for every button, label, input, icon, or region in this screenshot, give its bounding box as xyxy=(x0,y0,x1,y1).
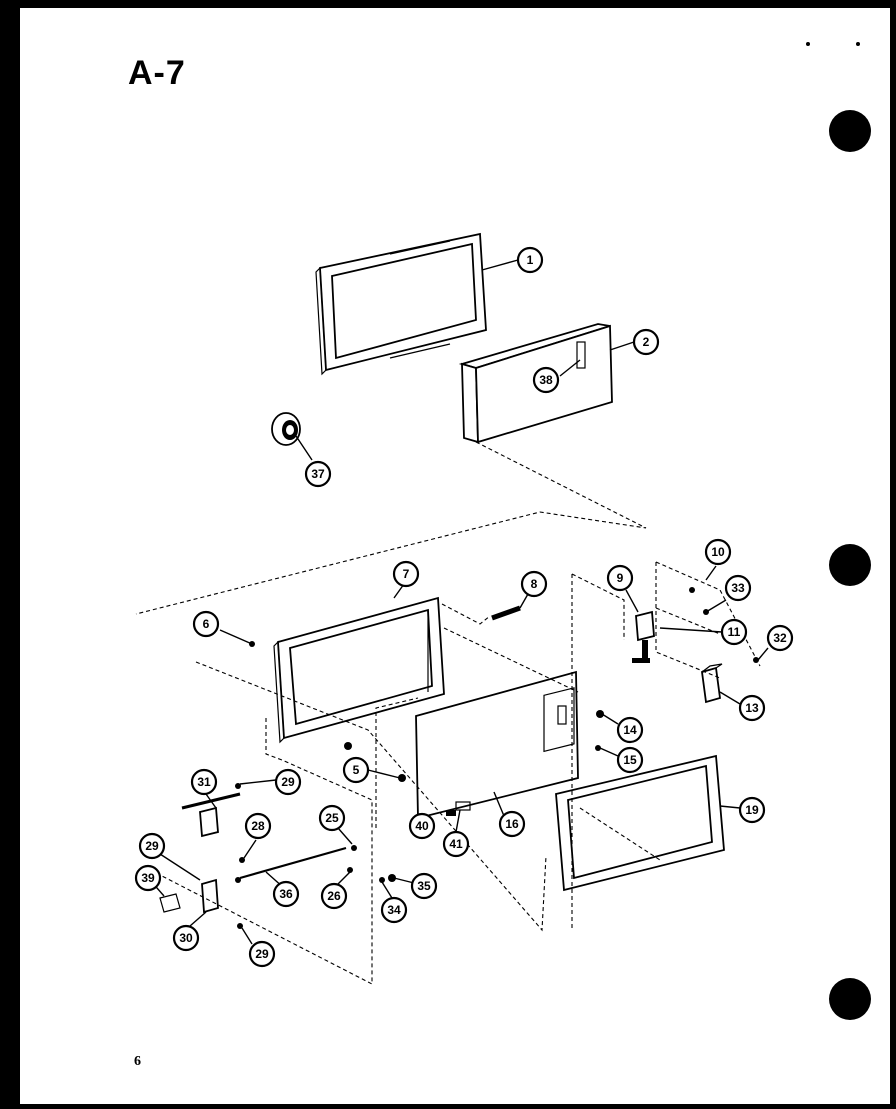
svg-text:39: 39 xyxy=(141,871,155,885)
callout-31: 31 xyxy=(190,768,218,796)
callout-34: 34 xyxy=(380,896,408,924)
callout-37: 37 xyxy=(304,460,332,488)
part-7-door-frame xyxy=(273,596,445,744)
svg-text:30: 30 xyxy=(179,931,193,945)
part-40-41-clips xyxy=(446,801,471,816)
callout-29-lower: 29 xyxy=(248,940,276,968)
callout-5: 5 xyxy=(342,756,370,784)
svg-text:9: 9 xyxy=(617,571,624,585)
svg-text:7: 7 xyxy=(403,567,410,581)
page-number: 6 xyxy=(134,1054,141,1069)
svg-text:14: 14 xyxy=(623,723,637,737)
svg-text:5: 5 xyxy=(353,763,360,777)
callout-29-upper: 29 xyxy=(274,768,302,796)
svg-text:40: 40 xyxy=(415,819,429,833)
svg-text:38: 38 xyxy=(539,373,553,387)
callout-28: 28 xyxy=(244,812,272,840)
scan-speck xyxy=(806,42,810,46)
callout-14: 14 xyxy=(616,716,644,744)
page-title: A-7 xyxy=(128,54,186,92)
svg-text:19: 19 xyxy=(745,803,759,817)
callout-1: 1 xyxy=(516,246,544,274)
svg-text:34: 34 xyxy=(387,903,401,917)
callout-19: 19 xyxy=(738,796,766,824)
part-8-spring xyxy=(491,605,521,621)
binder-hole-top xyxy=(829,110,871,152)
callout-29-left: 29 xyxy=(138,832,166,860)
callout-41: 41 xyxy=(442,830,470,858)
svg-text:37: 37 xyxy=(311,467,325,481)
callout-10: 10 xyxy=(704,538,732,566)
svg-text:6: 6 xyxy=(203,617,210,631)
callout-9: 9 xyxy=(606,564,634,592)
svg-text:16: 16 xyxy=(505,817,519,831)
svg-text:29: 29 xyxy=(255,947,269,961)
part-37-knob xyxy=(271,412,301,446)
part-9-latch xyxy=(632,610,655,663)
callout-32: 32 xyxy=(766,624,794,652)
svg-text:29: 29 xyxy=(145,839,159,853)
callout-11: 11 xyxy=(720,618,748,646)
svg-text:10: 10 xyxy=(711,545,725,559)
parts-diagram-page: A-7 6 xyxy=(20,8,890,1104)
svg-text:33: 33 xyxy=(731,581,745,595)
callout-8: 8 xyxy=(520,570,548,598)
part-1-frame xyxy=(315,232,487,376)
callout-16: 16 xyxy=(498,810,526,838)
svg-text:15: 15 xyxy=(623,753,637,767)
part-13-block xyxy=(701,663,723,704)
callout-25: 25 xyxy=(318,804,346,832)
assembly-guide-lines xyxy=(135,441,761,985)
leader-lines xyxy=(149,259,769,945)
callout-30: 30 xyxy=(172,924,200,952)
callout-7: 7 xyxy=(392,560,420,588)
callout-6: 6 xyxy=(192,610,220,638)
scan-speck xyxy=(856,42,860,46)
part-16-panel xyxy=(415,670,579,820)
svg-text:29: 29 xyxy=(281,775,295,789)
svg-text:11: 11 xyxy=(728,625,741,639)
svg-text:35: 35 xyxy=(417,879,431,893)
callout-2: 2 xyxy=(632,328,660,356)
svg-text:25: 25 xyxy=(325,811,339,825)
svg-text:36: 36 xyxy=(279,887,293,901)
svg-text:31: 31 xyxy=(197,775,211,789)
callout-35: 35 xyxy=(410,872,438,900)
binder-hole-bottom xyxy=(829,978,871,1020)
svg-text:26: 26 xyxy=(327,889,341,903)
exploded-view-diagram: 1 2 38 37 7 8 6 9 10 33 11 32 13 14 15 5… xyxy=(134,232,794,985)
hinge-assembly xyxy=(159,587,759,929)
svg-text:41: 41 xyxy=(449,837,463,851)
svg-text:28: 28 xyxy=(251,819,265,833)
svg-text:2: 2 xyxy=(643,335,650,349)
svg-text:8: 8 xyxy=(531,577,538,591)
callout-33: 33 xyxy=(724,574,752,602)
svg-text:1: 1 xyxy=(527,253,534,267)
svg-text:32: 32 xyxy=(773,631,787,645)
callout-39: 39 xyxy=(134,864,162,892)
callout-26: 26 xyxy=(320,882,348,910)
callout-36: 36 xyxy=(272,880,300,908)
part-19-frame xyxy=(555,754,725,892)
callout-13: 13 xyxy=(738,694,766,722)
callout-40: 40 xyxy=(408,812,436,840)
binder-hole-middle xyxy=(829,544,871,586)
callout-15: 15 xyxy=(616,746,644,774)
svg-text:13: 13 xyxy=(745,701,759,715)
callout-38: 38 xyxy=(532,366,560,394)
